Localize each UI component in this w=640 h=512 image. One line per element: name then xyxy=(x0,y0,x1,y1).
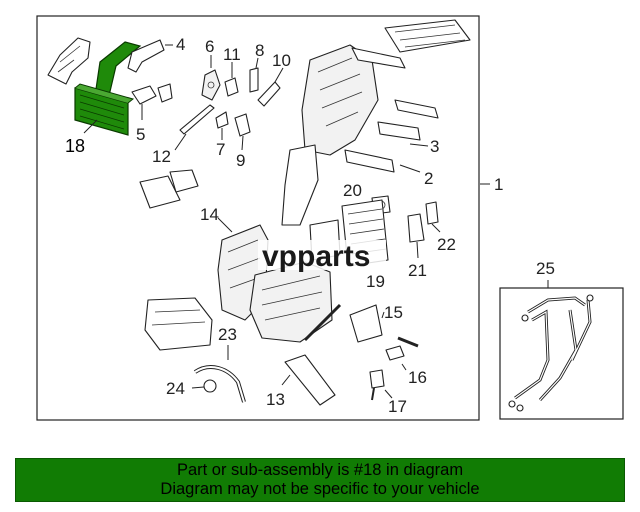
bracket-part xyxy=(47,37,91,85)
leader-3 xyxy=(409,143,429,147)
leader-12 xyxy=(174,133,187,151)
callout-17[interactable]: 17 xyxy=(388,397,407,416)
part-21-shape xyxy=(407,213,425,243)
watermark-prefix: vpparts xyxy=(262,240,370,273)
leader-16 xyxy=(401,363,407,371)
lower-case-detail xyxy=(227,239,261,289)
leader-22 xyxy=(431,223,441,233)
heater-core-top xyxy=(74,83,135,104)
part-16-shape xyxy=(385,345,405,361)
blower-housing-detail xyxy=(261,275,323,321)
bracket-detail xyxy=(57,45,81,73)
watermark-bg xyxy=(258,240,386,270)
filter-cap-shape xyxy=(169,169,199,193)
callout-8[interactable]: 8 xyxy=(255,41,264,60)
part-12-shape xyxy=(179,104,215,135)
part-13-shape xyxy=(284,354,336,406)
callout-4[interactable]: 4 xyxy=(176,35,185,54)
tray-shape xyxy=(144,297,213,351)
hose-23 xyxy=(193,365,246,403)
pipe-kit-25-outer xyxy=(514,296,592,402)
callout-13[interactable]: 13 xyxy=(266,390,285,409)
watermark-logo: vpparts xyxy=(258,240,386,273)
callout-10[interactable]: 10 xyxy=(272,51,291,70)
callout-23[interactable]: 23 xyxy=(218,325,237,344)
leader-17 xyxy=(384,389,393,399)
kit-frame xyxy=(499,287,624,420)
evaporator-fins xyxy=(347,208,387,255)
callout-22[interactable]: 22 xyxy=(437,235,456,254)
heater-core-fins xyxy=(79,94,125,130)
part-15-shape xyxy=(349,304,383,343)
part-17-pin xyxy=(371,387,375,401)
assembly-frame xyxy=(36,15,480,421)
filter-housing-shape xyxy=(139,175,181,209)
part-22-shape xyxy=(425,201,439,225)
part-6-hole xyxy=(207,81,215,89)
callout-19[interactable]: 19 xyxy=(366,272,385,291)
part-3b-shape xyxy=(377,121,421,141)
rod-shape xyxy=(303,303,342,342)
leader-15 xyxy=(381,311,385,319)
callout-21[interactable]: 21 xyxy=(408,261,427,280)
part-16-rod xyxy=(397,336,419,348)
part-11-shape xyxy=(224,77,239,97)
grille-top-detail xyxy=(394,24,466,48)
callout-18[interactable]: 18 xyxy=(65,136,85,156)
pipe-fitting-a xyxy=(521,314,529,322)
callout-20[interactable]: 20 xyxy=(343,181,362,200)
leader-8 xyxy=(255,57,259,69)
callout-7[interactable]: 7 xyxy=(216,140,225,159)
part-5b-shape xyxy=(157,83,173,103)
info-banner: Part or sub-assembly is #18 in diagram D… xyxy=(15,458,625,502)
heater-core-18[interactable] xyxy=(74,41,142,136)
leader-13 xyxy=(281,374,291,386)
callout-2[interactable]: 2 xyxy=(424,169,433,188)
part-10-shape xyxy=(257,81,281,107)
grille-strip-shape xyxy=(351,47,406,69)
part-7-shape xyxy=(215,111,229,129)
leader-9 xyxy=(241,135,244,151)
part-24-shape xyxy=(203,379,217,393)
part-5-shape xyxy=(131,85,157,105)
part-8-shape xyxy=(249,67,259,93)
part-4-shape xyxy=(127,39,165,73)
callout-1[interactable]: 1 xyxy=(494,175,503,194)
callout-24[interactable]: 24 xyxy=(166,379,185,398)
pipe-fitting-c xyxy=(508,400,516,408)
pipe-kit-25-inner xyxy=(514,297,591,401)
callout-12[interactable]: 12 xyxy=(152,147,171,166)
duct-shape xyxy=(281,144,319,226)
banner-line-1: Part or sub-assembly is #18 in diagram xyxy=(176,461,464,479)
callout-25[interactable]: 25 xyxy=(536,259,555,278)
hose-23-inner xyxy=(194,366,245,403)
part-2-shape xyxy=(344,149,395,173)
part-9-shape xyxy=(234,113,251,137)
callout-11[interactable]: 11 xyxy=(223,45,241,64)
part-3a-shape xyxy=(394,99,439,119)
blower-housing-shape xyxy=(249,261,333,343)
upper-case-detail xyxy=(317,57,363,127)
leader-18 xyxy=(83,119,98,134)
tray-detail xyxy=(151,309,206,326)
part-17-shape xyxy=(369,369,385,389)
callout-6[interactable]: 6 xyxy=(205,37,214,56)
callout-16[interactable]: 16 xyxy=(408,368,427,387)
leader-24 xyxy=(191,386,205,389)
leader-10 xyxy=(274,67,284,83)
callout-9[interactable]: 9 xyxy=(236,151,245,170)
leader-21 xyxy=(416,241,419,259)
part-6-shape xyxy=(201,69,221,101)
callout-5[interactable]: 5 xyxy=(136,125,145,144)
grille-top-shape xyxy=(384,19,471,53)
pipe-fitting-d xyxy=(516,404,524,412)
leader-14 xyxy=(217,217,233,233)
pipe-fitting-b xyxy=(586,294,594,302)
callout-15[interactable]: 15 xyxy=(384,303,403,322)
banner-line-2: Diagram may not be specific to your vehi… xyxy=(160,480,480,498)
leader-2 xyxy=(399,164,421,173)
callout-14[interactable]: 14 xyxy=(200,205,219,224)
callout-3[interactable]: 3 xyxy=(430,137,439,156)
